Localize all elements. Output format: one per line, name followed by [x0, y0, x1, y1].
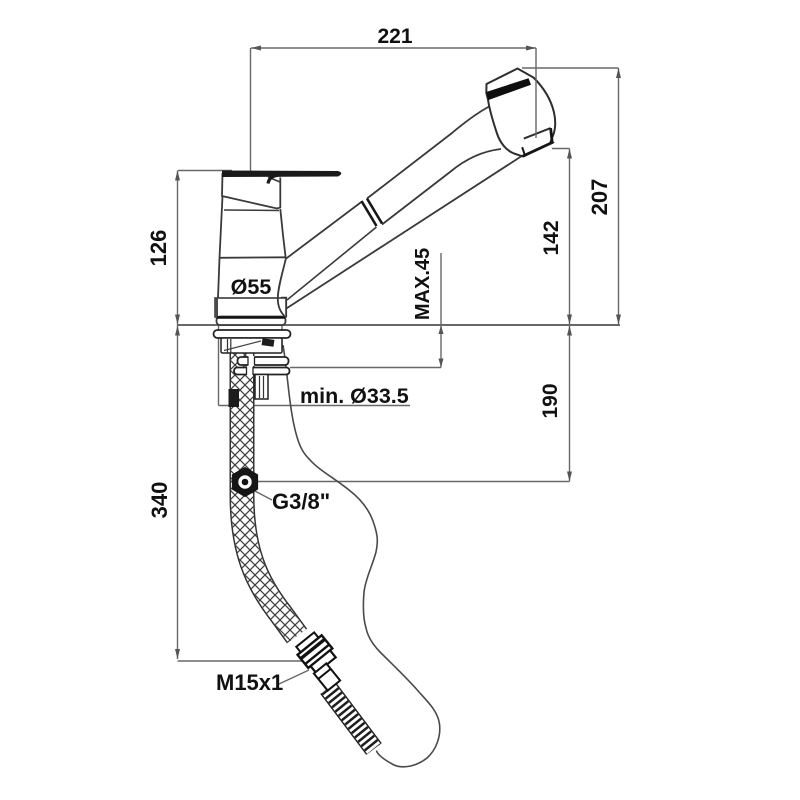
svg-text:MAX.45: MAX.45: [412, 248, 434, 320]
svg-text:340: 340: [147, 482, 172, 519]
svg-text:min. Ø33.5: min. Ø33.5: [300, 384, 409, 408]
svg-text:Ø55: Ø55: [231, 275, 272, 299]
svg-text:142: 142: [540, 220, 563, 255]
svg-text:G3/8": G3/8": [272, 489, 330, 514]
svg-text:221: 221: [377, 25, 412, 48]
svg-text:190: 190: [539, 383, 562, 418]
svg-text:M15x1: M15x1: [216, 670, 283, 695]
svg-text:207: 207: [587, 179, 612, 216]
svg-text:126: 126: [146, 230, 171, 267]
